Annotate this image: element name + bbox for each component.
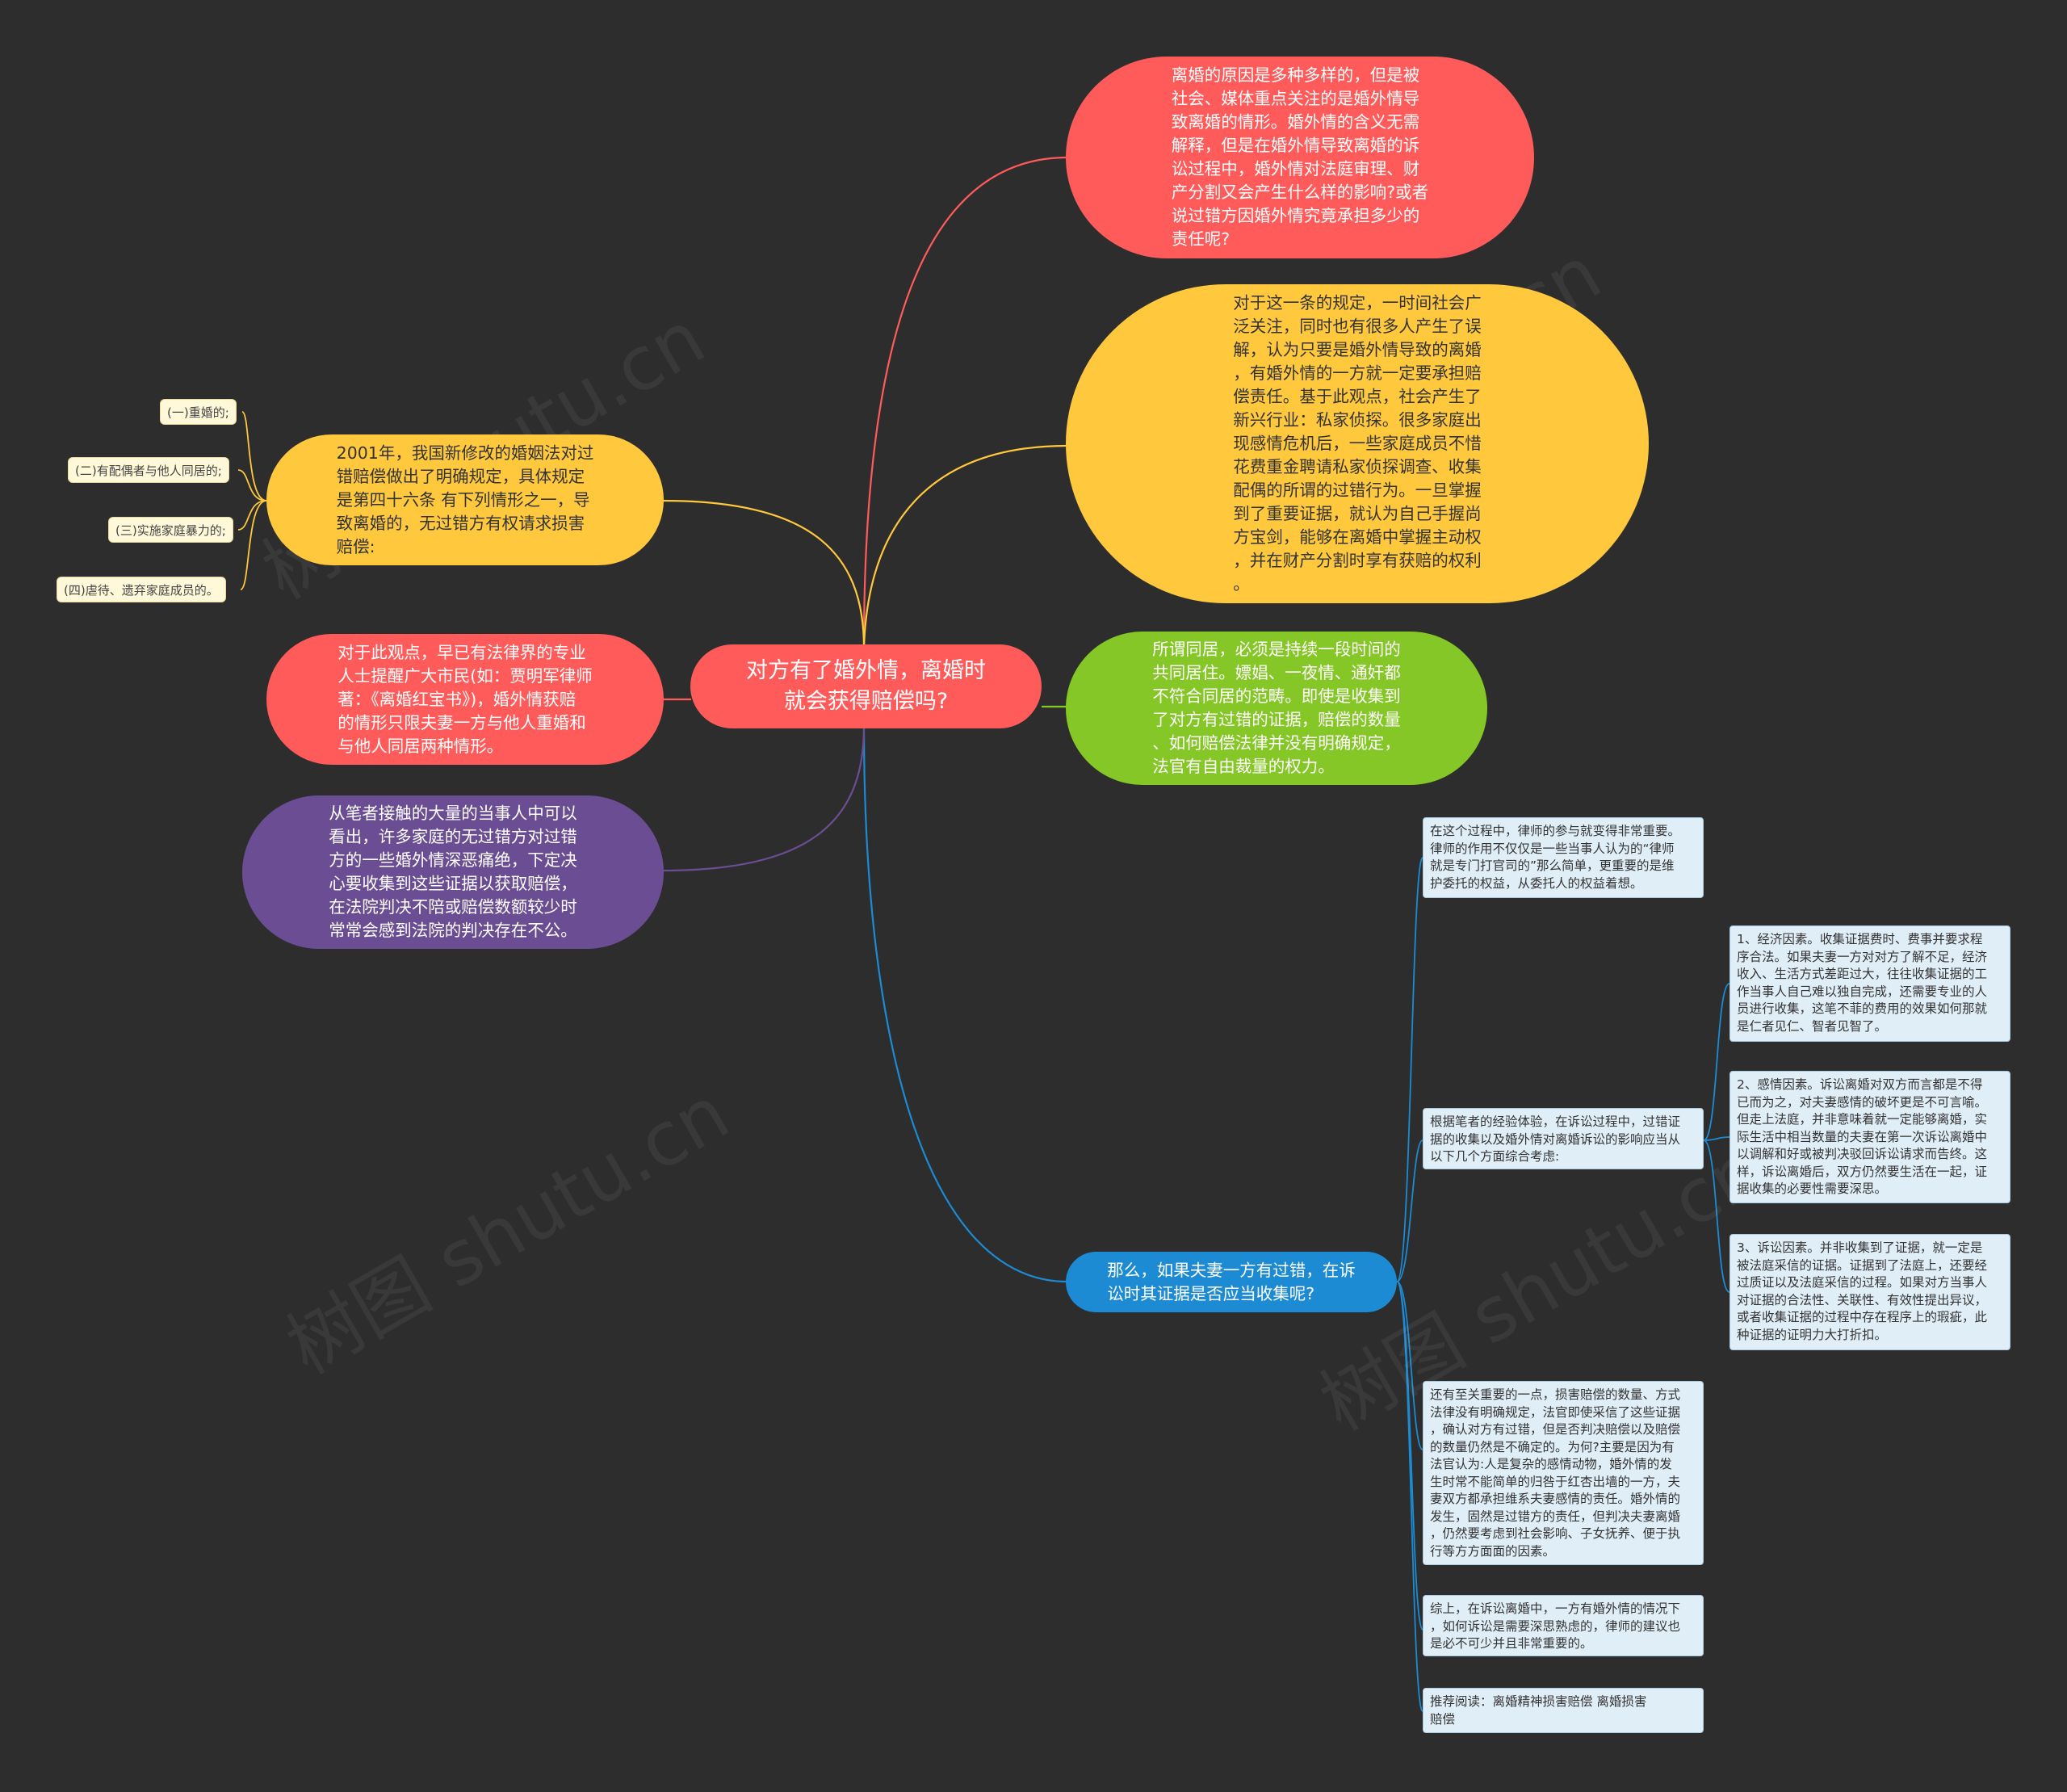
central-topic-label: 对方有了婚外情，离婚时 就会获得赔偿吗? [746, 658, 986, 714]
topic-private-detective[interactable]: 对于这一条的规定，一时间社会广 泛关注，同时也有很多人产生了误 解，认为只要是婚… [1066, 284, 1649, 603]
tag-cohabitation[interactable]: (二)有配偶者与他人同居的; [68, 457, 229, 483]
card-compensation[interactable]: 还有至关重要的一点，损害赔偿的数量、方式 法律没有明确规定，法官即使采信了这些证… [1423, 1381, 1704, 1565]
topic-marriage-law-text: 2001年，我国新修改的婚姻法对过 错赔偿做出了明确规定，具体规定 是第四十六条… [336, 443, 594, 556]
link-r4-cards [1396, 857, 1423, 1712]
topic-client-experience-text: 从笔者接触的大量的当事人中可以 看出，许多家庭的无过错方对过错 方的一些婚外情深… [329, 804, 577, 940]
subcard-economic[interactable]: 1、经济因素。收集证据费时、费事并要求程 序合法。如果夫妻一方对对方了解不足，经… [1729, 925, 2010, 1042]
subcard-economic-text: 1、经济因素。收集证据费时、费事并要求程 序合法。如果夫妻一方对对方了解不足，经… [1737, 932, 1988, 1034]
tag-abuse-abandonment-label: (四)虐待、遗弃家庭成员的。 [64, 582, 219, 598]
topic-reasons-text: 离婚的原因是多种多样的，但是被 社会、媒体重点关注的是婚外情导 致离婚的情形。婚… [1171, 65, 1429, 249]
link-center-r4 [862, 726, 1068, 1283]
central-topic[interactable]: 对方有了婚外情，离婚时 就会获得赔偿吗? [690, 644, 1042, 728]
topic-lawyer-advice[interactable]: 对于此观点，早已有法律界的专业 人士提醒广大市民(如：贾明军律师 著：《离婚红宝… [266, 634, 664, 765]
tag-cohabitation-label: (二)有配偶者与他人同居的; [75, 463, 222, 478]
tag-bigamy-label: (一)重婚的; [167, 405, 229, 420]
link-center-l1 [661, 499, 866, 648]
topic-evidence-question-text: 那么，如果夫妻一方有过错，在诉 讼时其证据是否应当收集呢? [1107, 1260, 1356, 1303]
card-recommended-reading[interactable]: 推荐阅读：离婚精神损害赔偿 离婚损害 赔偿 [1423, 1688, 1704, 1733]
card-lawyer-role[interactable]: 在这个过程中，律师的参与就变得非常重要。 律师的作用不仅仅是一些当事人认为的“律… [1423, 817, 1704, 898]
subcard-litigation-text: 3、诉讼因素。并非收集到了证据，就一定是 被法庭采信的证据。证据到了法庭上，还要… [1737, 1240, 1988, 1342]
subcard-emotional[interactable]: 2、感情因素。诉讼离婚对双方而言都是不得 已而为之，对夫妻感情的破坏更是不可言喻… [1729, 1071, 2010, 1203]
link-card2-subcards [1703, 983, 1730, 1293]
topic-private-detective-text: 对于这一条的规定，一时间社会广 泛关注，同时也有很多人产生了误 解，认为只要是婚… [1233, 293, 1482, 594]
card-compensation-text: 还有至关重要的一点，损害赔偿的数量、方式 法律没有明确规定，法官即使采信了这些证… [1430, 1387, 1681, 1559]
tag-domestic-violence[interactable]: (三)实施家庭暴力的; [108, 517, 233, 543]
topic-cohabitation[interactable]: 所谓同居，必须是持续一段时间的 共同居住。嫖娼、一夜情、通奸都 不符合同居的范畴… [1066, 632, 1487, 785]
card-considerations[interactable]: 根据笔者的经验体验，在诉讼过程中，过错证 据的收集以及婚外情对离婚诉讼的影响应当… [1423, 1108, 1704, 1169]
card-summary[interactable]: 综上，在诉讼离婚中，一方有婚外情的情况下 ，如何诉讼是需要深思熟虑的，律师的建议… [1423, 1595, 1704, 1656]
topic-client-experience[interactable]: 从笔者接触的大量的当事人中可以 看出，许多家庭的无过错方对过错 方的一些婚外情深… [242, 795, 664, 949]
link-l1-tags [237, 411, 267, 590]
link-center-r1 [862, 156, 1068, 648]
tag-domestic-violence-label: (三)实施家庭暴力的; [115, 522, 226, 538]
card-lawyer-role-text: 在这个过程中，律师的参与就变得非常重要。 律师的作用不仅仅是一些当事人认为的“律… [1430, 824, 1681, 891]
topic-evidence-question[interactable]: 那么，如果夫妻一方有过错，在诉 讼时其证据是否应当收集呢? [1066, 1252, 1397, 1312]
card-summary-text: 综上，在诉讼离婚中，一方有婚外情的情况下 ，如何诉讼是需要深思熟虑的，律师的建议… [1430, 1601, 1681, 1651]
topic-cohabitation-text: 所谓同居，必须是持续一段时间的 共同居住。嫖娼、一夜情、通奸都 不符合同居的范畴… [1152, 640, 1401, 776]
topic-marriage-law[interactable]: 2001年，我国新修改的婚姻法对过 错赔偿做出了明确规定，具体规定 是第四十六条… [266, 434, 664, 565]
link-center-l3 [661, 726, 866, 872]
topic-reasons[interactable]: 离婚的原因是多种多样的，但是被 社会、媒体重点关注的是婚外情导 致离婚的情形。婚… [1066, 57, 1534, 258]
card-recommended-reading-text: 推荐阅读：离婚精神损害赔偿 离婚损害 赔偿 [1430, 1694, 1647, 1727]
subcard-emotional-text: 2、感情因素。诉讼离婚对双方而言都是不得 已而为之，对夫妻感情的破坏更是不可言喻… [1737, 1077, 1988, 1196]
subcard-litigation[interactable]: 3、诉讼因素。并非收集到了证据，就一定是 被法庭采信的证据。证据到了法庭上，还要… [1729, 1234, 2010, 1350]
tag-bigamy[interactable]: (一)重婚的; [160, 399, 237, 425]
card-considerations-text: 根据笔者的经验体验，在诉讼过程中，过错证 据的收集以及婚外情对离婚诉讼的影响应当… [1430, 1114, 1681, 1164]
topic-lawyer-advice-text: 对于此观点，早已有法律界的专业 人士提醒广大市民(如：贾明军律师 著：《离婚红宝… [338, 642, 593, 756]
link-center-r2 [862, 444, 1068, 648]
tag-abuse-abandonment[interactable]: (四)虐待、遗弃家庭成员的。 [57, 577, 226, 602]
